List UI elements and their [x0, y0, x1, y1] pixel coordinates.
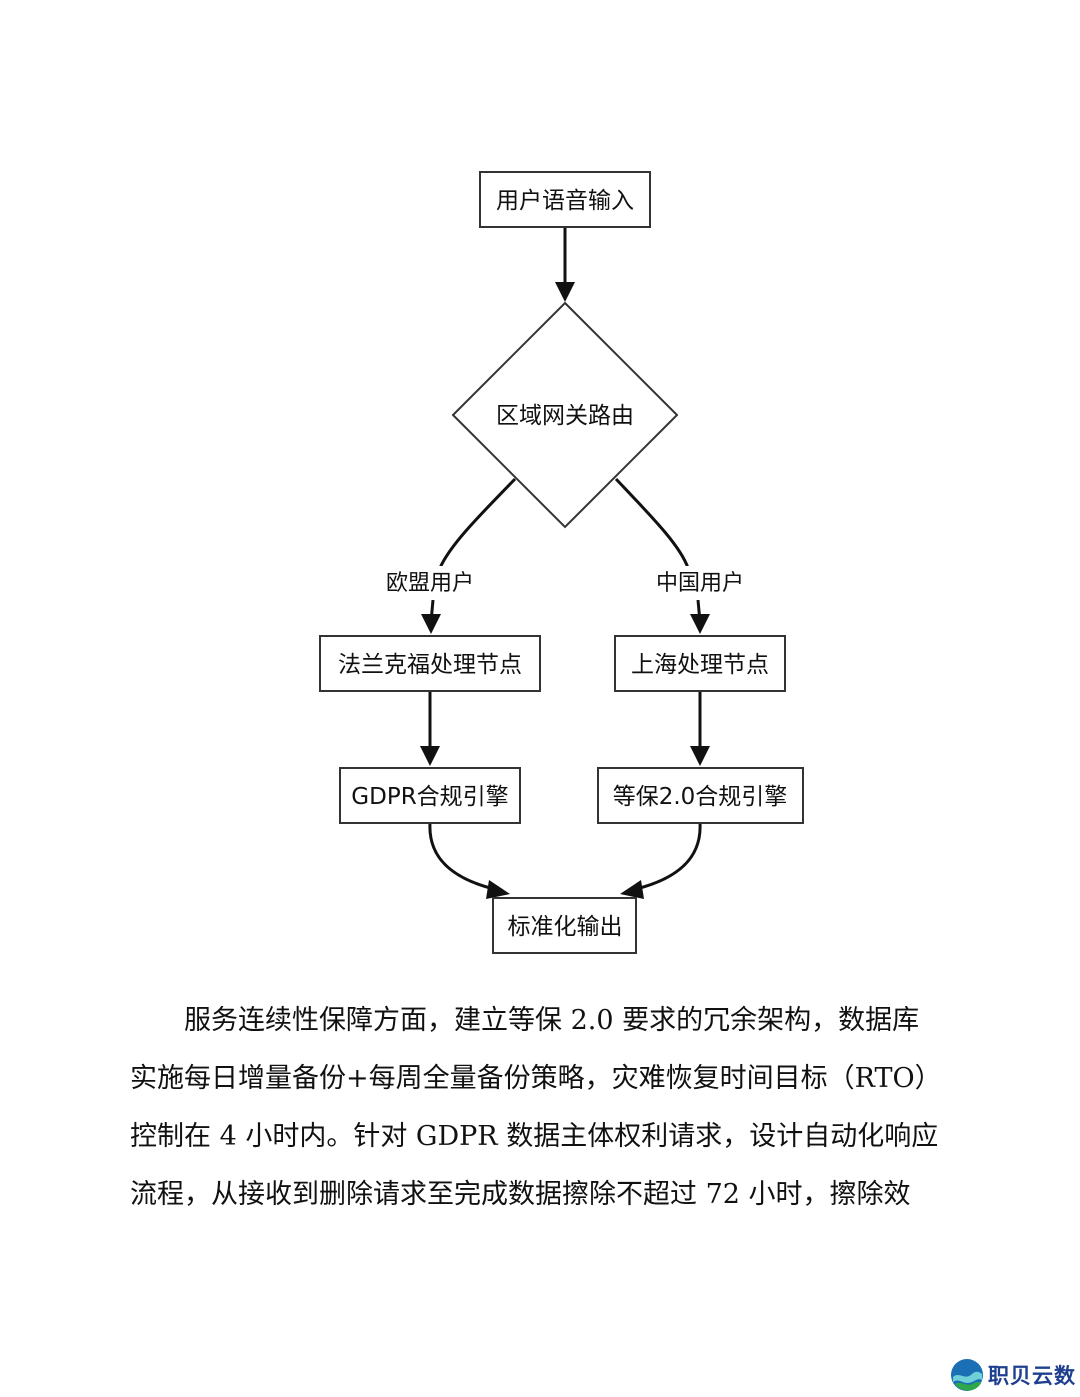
arrowhead-gdpr [420, 746, 440, 766]
node-output: 标准化输出 [492, 897, 637, 954]
node-gateway-decision: 区域网关路由 [451, 301, 679, 529]
edge-label-bg-cn [642, 566, 758, 600]
brand-logo-text: 职贝云数 [988, 1364, 1076, 1388]
node-shanghai-label: 上海处理节点 [631, 652, 769, 678]
node-gateway-label: 区域网关路由 [496, 403, 634, 429]
arrowhead-frankfurt [421, 614, 441, 634]
edge-gateway-to-shanghai [614, 477, 702, 623]
node-gdpr-engine-label: GDPR合规引擎 [351, 784, 508, 810]
node-mlps-engine-label: 等保2.0合规引擎 [613, 784, 788, 810]
paragraph-line-2: 实施每日增量备份+每周全量备份策略，灾难恢复时间目标（RTO） [130, 1063, 942, 1094]
node-output-label: 标准化输出 [508, 914, 623, 940]
arrowhead-output-left [486, 880, 510, 899]
arrowhead-gateway [555, 282, 575, 302]
flowchart: 欧盟用户 中国用户 用户语音输入 区域网关路由 法兰克福处理节点 上海处理节点 … [319, 171, 804, 954]
edge-label-cn-users: 中国用户 [656, 571, 744, 596]
arrowhead-mlps [690, 746, 710, 766]
cloud-wave-icon [951, 1359, 983, 1391]
paragraph-line-3: 控制在 4 小时内。针对 GDPR 数据主体权利请求，设计自动化响应 [130, 1121, 939, 1152]
node-frankfurt-label: 法兰克福处理节点 [338, 652, 522, 678]
node-frankfurt: 法兰克福处理节点 [319, 635, 541, 692]
brand-logo: 职贝云数 [950, 1355, 1076, 1395]
arrowhead-output-right [620, 880, 644, 899]
edge-label-eu-users: 欧盟用户 [386, 571, 474, 596]
node-voice-input: 用户语音输入 [479, 171, 651, 228]
body-paragraph: 服务连续性保障方面，建立等保 2.0 要求的冗余架构，数据库 实施每日增量备份+… [130, 992, 960, 1224]
node-gdpr-engine: GDPR合规引擎 [339, 767, 521, 824]
paragraph-line-1: 服务连续性保障方面，建立等保 2.0 要求的冗余架构，数据库 [184, 1005, 920, 1036]
edge-mlps-to-output [631, 822, 702, 892]
node-voice-input-label: 用户语音输入 [496, 188, 634, 214]
edge-gateway-to-frankfurt [429, 477, 517, 623]
arrowhead-shanghai [690, 614, 710, 634]
edge-label-bg-eu [372, 566, 488, 600]
node-mlps-engine: 等保2.0合规引擎 [597, 767, 804, 824]
edge-gdpr-to-output [428, 822, 499, 892]
paragraph-line-4: 流程，从接收到删除请求至完成数据擦除不超过 72 小时，擦除效 [130, 1179, 911, 1210]
node-shanghai: 上海处理节点 [614, 635, 786, 692]
